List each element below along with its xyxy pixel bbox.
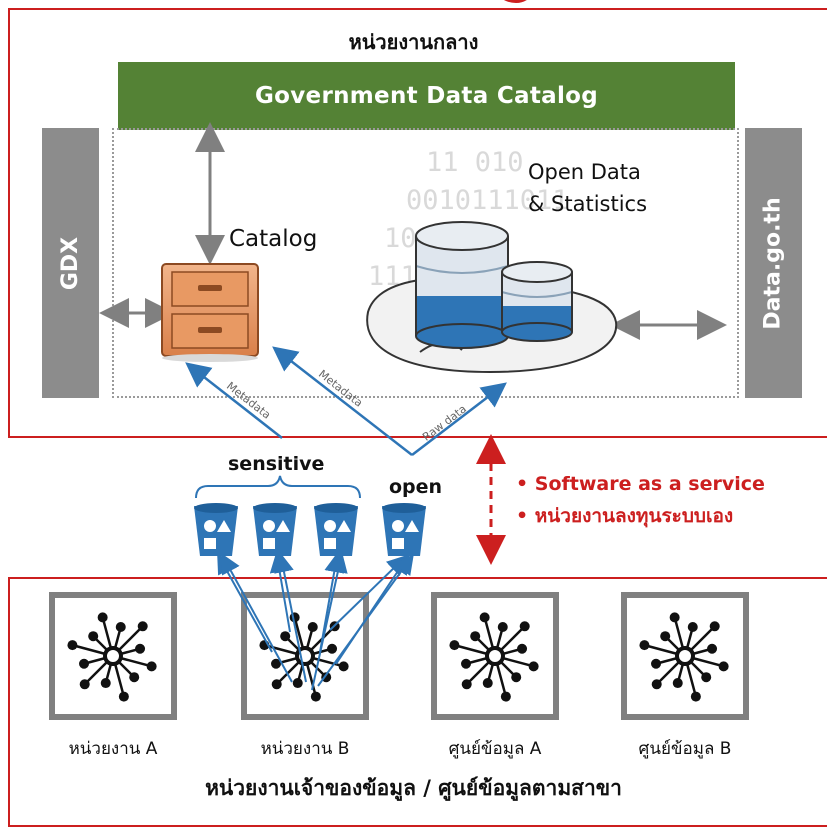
catalog-system-box	[112, 128, 739, 398]
deployment-options: • Software as a service • หน่วยงานลงทุนร…	[516, 468, 765, 532]
unit-b-upload-arrows	[217, 552, 414, 691]
open-label: open	[389, 476, 443, 498]
gdx-bar: GDX	[42, 128, 99, 398]
open-data-line1: Open Data	[528, 160, 641, 184]
metadata-flow-arrow-1	[185, 362, 283, 439]
sensitive-label: sensitive	[228, 453, 325, 475]
metadata-flow-arrow-2	[272, 346, 413, 456]
central-agency-frame	[8, 8, 827, 438]
raw-data-flow-arrow	[411, 382, 507, 456]
binary-line: 0010111011	[406, 185, 569, 216]
hub-network-icon	[639, 612, 729, 702]
open-data-label: Open Data & Statistics	[528, 156, 647, 220]
hub-network-icon	[67, 612, 157, 702]
hub-network-icon	[449, 612, 539, 702]
option-saas: • Software as a service	[516, 473, 765, 495]
filing-cabinet-icon	[161, 263, 259, 362]
catalog-label: Catalog	[229, 226, 318, 252]
central-agency-label: หน่วยงานกลาง	[348, 30, 479, 54]
sensitive-brace	[195, 475, 361, 499]
data-go-th-bar: Data.go.th	[745, 128, 802, 398]
unit-b-label: หน่วยงาน B	[260, 739, 350, 759]
data-center-b-label: ศูนย์ข้อมูล B	[638, 739, 732, 759]
option-self-invest: • หน่วยงานลงทุนระบบเอง	[516, 505, 734, 527]
bucket-icon	[314, 503, 358, 556]
bucket-icon	[194, 503, 238, 556]
bucket-icon	[382, 503, 426, 556]
unit-a-label: หน่วยงาน A	[68, 739, 158, 759]
government-data-catalog-bar: Government Data Catalog	[118, 62, 735, 130]
data-center-a-label: ศูนย์ข้อมูล A	[448, 739, 542, 759]
bucket-icon	[253, 503, 297, 556]
data-owners-label: หน่วยงานเจ้าของข้อมูล / ศูนย์ข้อมูลตามสา…	[205, 776, 622, 800]
binary-line: 11 010	[426, 147, 524, 178]
open-data-line2: & Statistics	[528, 192, 648, 216]
database-icon	[366, 221, 618, 374]
